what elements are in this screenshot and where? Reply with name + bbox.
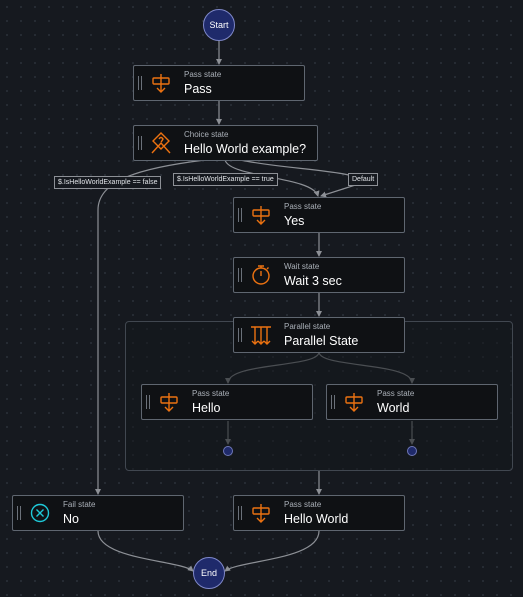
node-name: Hello World example? xyxy=(184,141,307,156)
edge-label-true: $.IsHelloWorldExample == true xyxy=(173,173,278,186)
node-name: Parallel State xyxy=(284,333,359,348)
pass-state-node[interactable]: Pass state Pass xyxy=(133,65,305,101)
drag-handle[interactable] xyxy=(146,395,150,409)
drag-handle[interactable] xyxy=(238,506,242,520)
node-type: Pass state xyxy=(284,499,322,509)
pass-icon xyxy=(341,389,367,415)
drag-handle[interactable] xyxy=(238,328,242,342)
choice-state-node[interactable]: Choice state Hello World example? xyxy=(133,125,318,161)
pass-icon xyxy=(248,202,274,228)
fail-state-node[interactable]: Fail state No xyxy=(12,495,184,531)
edge-label-false: $.IsHelloWorldExample == false xyxy=(54,176,162,189)
choice-icon xyxy=(148,130,174,156)
node-name: Hello xyxy=(192,400,221,415)
node-name: No xyxy=(63,511,79,526)
fail-icon xyxy=(27,500,53,526)
branch-end-world xyxy=(407,446,417,456)
edge-helloworld-end xyxy=(224,530,320,572)
node-type: Pass state xyxy=(184,69,222,79)
stopwatch-icon xyxy=(248,262,274,288)
branch-end-hello xyxy=(223,446,233,456)
drag-handle[interactable] xyxy=(138,136,142,150)
node-type: Choice state xyxy=(184,129,229,139)
end-terminal[interactable]: End xyxy=(193,557,225,589)
hello-world-state-node[interactable]: Pass state Hello World xyxy=(233,495,405,531)
end-label: End xyxy=(200,568,217,578)
drag-handle[interactable] xyxy=(331,395,335,409)
drag-handle[interactable] xyxy=(238,208,242,222)
edge-no-end xyxy=(97,530,194,572)
node-name: Wait 3 sec xyxy=(284,273,342,288)
node-name: Pass xyxy=(184,81,212,96)
node-type: Parallel state xyxy=(284,321,331,331)
pass-icon xyxy=(148,70,174,96)
node-type: Fail state xyxy=(63,499,96,509)
node-type: Pass state xyxy=(377,388,415,398)
drag-handle[interactable] xyxy=(238,268,242,282)
start-terminal[interactable]: Start xyxy=(203,9,235,41)
wait-state-node[interactable]: Wait state Wait 3 sec xyxy=(233,257,405,293)
node-name: Yes xyxy=(284,213,305,228)
start-label: Start xyxy=(209,20,229,30)
yes-state-node[interactable]: Pass state Yes xyxy=(233,197,405,233)
node-type: Pass state xyxy=(192,388,230,398)
parallel-state-node[interactable]: Parallel state Parallel State xyxy=(233,317,405,353)
world-state-node[interactable]: Pass state World xyxy=(326,384,498,420)
node-name: Hello World xyxy=(284,511,349,526)
node-type: Wait state xyxy=(284,261,320,271)
drag-handle[interactable] xyxy=(17,506,21,520)
pass-icon xyxy=(156,389,182,415)
edge-label-default: Default xyxy=(348,173,379,186)
parallel-icon xyxy=(248,322,274,348)
pass-icon xyxy=(248,500,274,526)
drag-handle[interactable] xyxy=(138,76,142,90)
node-type: Pass state xyxy=(284,201,322,211)
hello-state-node[interactable]: Pass state Hello xyxy=(141,384,313,420)
node-name: World xyxy=(377,400,410,415)
